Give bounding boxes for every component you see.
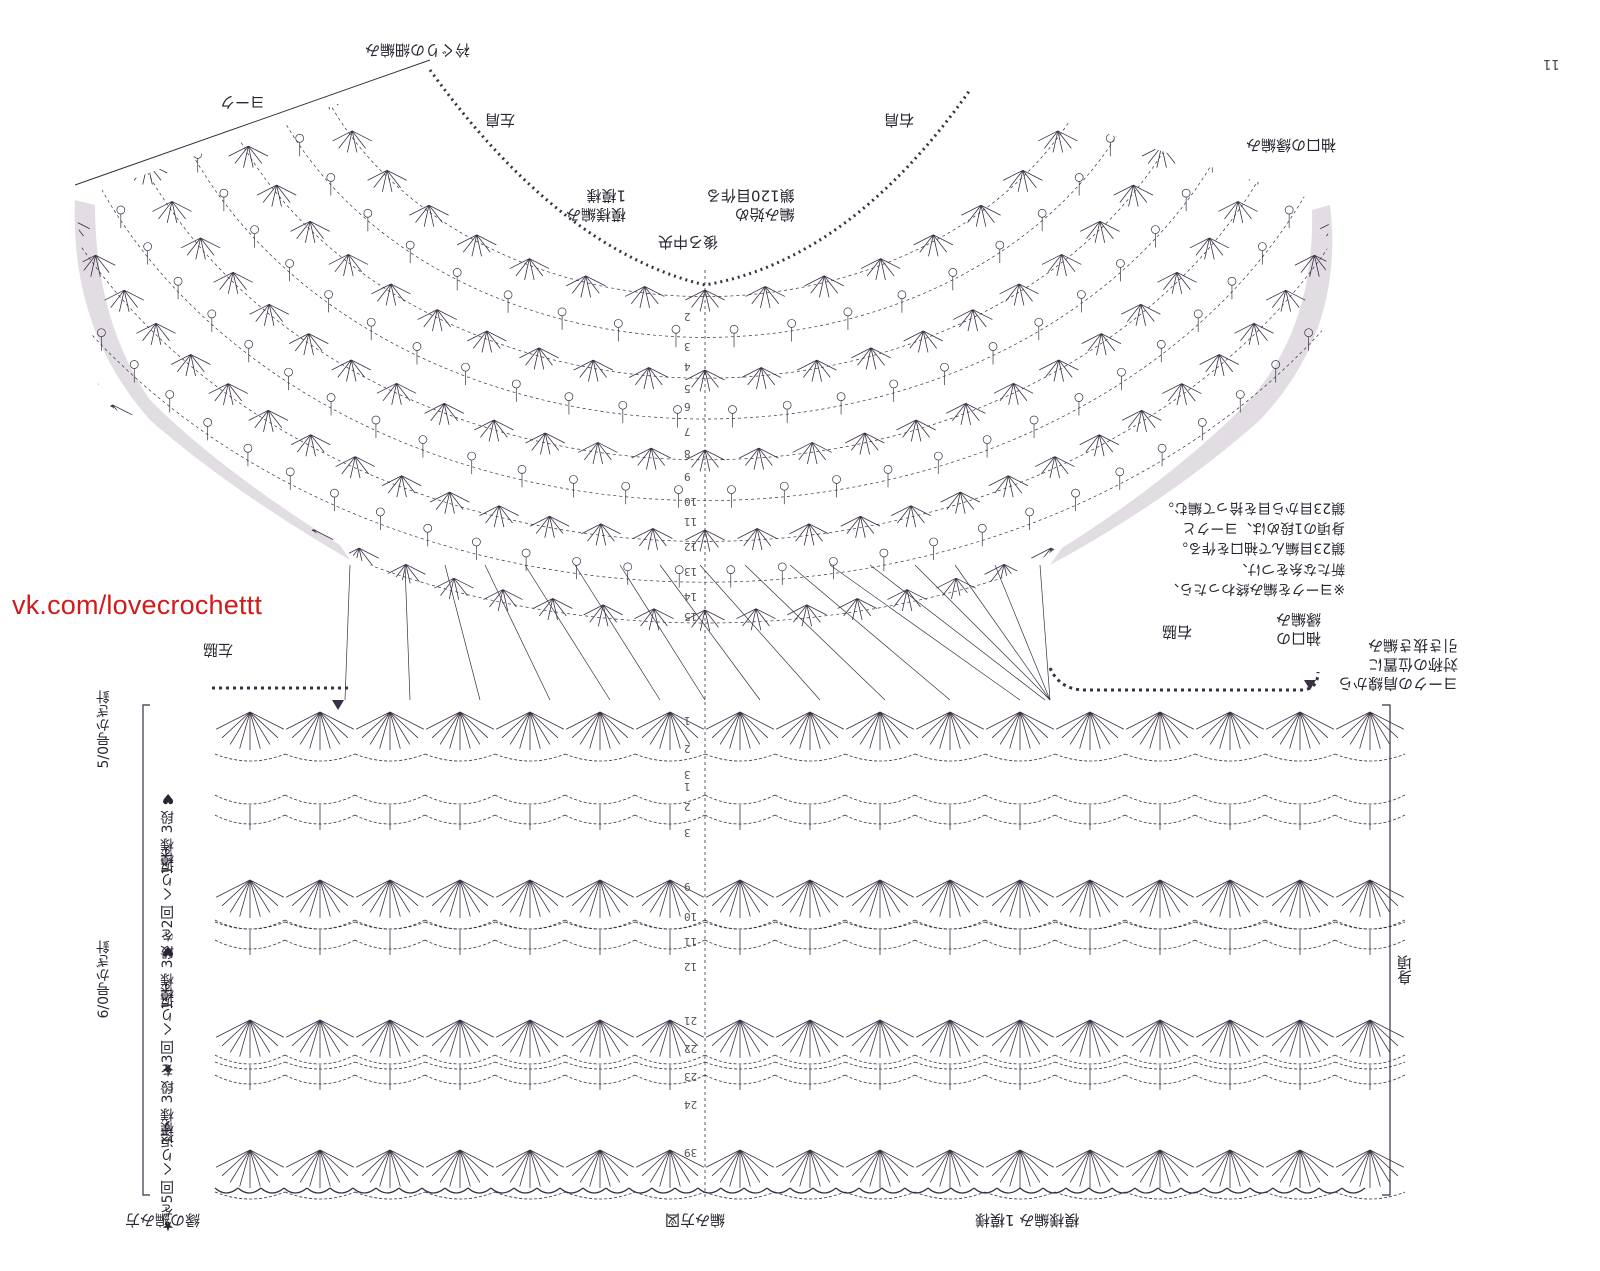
yoke-row-number: 2 (684, 310, 691, 323)
yoke-row-number: 9 (684, 470, 691, 483)
yoke-stitch-pattern (75, 70, 1330, 632)
right-shoulder-label: 右肩 (884, 110, 915, 129)
body-stitch-pattern (214, 711, 1406, 1200)
body-row-number: 12 (684, 960, 698, 973)
yoke-row-number: 12 (684, 540, 698, 553)
right-armhole-marker (1304, 680, 1316, 690)
watermark-text: vk.com/lovecrochettt (12, 590, 263, 620)
footer-center-label: 編み方図 (665, 1210, 726, 1229)
yoke-row-number: 15 (684, 610, 698, 623)
armhole-edging-label: 袖口の縁編み (1276, 610, 1322, 648)
body-row-number: 2 (684, 742, 691, 755)
center-back-label: 後ろ中央 (658, 232, 719, 251)
yoke-row-number: 4 (684, 360, 691, 373)
yoke-row-number: 3 (684, 340, 691, 353)
left-armhole-marker (332, 700, 344, 710)
body-row-number: 22 (684, 1042, 698, 1055)
body-row-number: 23 (684, 1070, 698, 1083)
body-row-number: 39 (684, 1146, 698, 1159)
instruction-note: ※ヨークを編み終わったら、 新たな糸をつけ、 鎖23目編んで袖口を作る。 身頃の… (1160, 499, 1346, 597)
body-title: 身頃 (1396, 955, 1414, 985)
yoke-row-number: 5 (684, 382, 691, 395)
yoke-row-number: 7 (684, 425, 691, 438)
right-armhole-label: 右脇 (1162, 622, 1193, 641)
yoke-row-number: 10 (684, 495, 698, 508)
yoke-row-number: 13 (684, 565, 698, 578)
yoke-row-number: 14 (684, 590, 698, 603)
right-sleeve-edging-shade (1050, 205, 1333, 565)
body-row-number: 10 (684, 910, 698, 923)
sleeve-edging-label: 袖口の縁編み (1246, 135, 1337, 154)
left-shoulder-label: 左肩 (485, 110, 516, 129)
neck-edging-label: 衿ぐりの細編み (365, 40, 471, 59)
body-row-number: 9 (684, 880, 691, 893)
left-armhole-label: 左脇 (203, 640, 234, 659)
from-shoulder-note: ヨークの肩線から対称の位置に引き抜き編み (1338, 636, 1459, 693)
page-number: 11 (1543, 56, 1560, 71)
body-row-number: 24 (684, 1098, 698, 1111)
yoke-dimension-line (74, 59, 431, 186)
yoke-row-number: 8 (684, 447, 691, 460)
body-row-number: 11 (684, 935, 698, 948)
right-armhole-chain (1048, 667, 1320, 692)
yoke-title: ヨーク (220, 92, 266, 111)
footer-right-label: 模様編み 1模様 (975, 1210, 1080, 1229)
yoke-body-connectors (344, 564, 1051, 701)
side-group-8: ★を5回 くり返す (160, 1120, 176, 1234)
yoke-row-number: 11 (684, 515, 698, 528)
yoke-shape (75, 70, 1330, 637)
neckline-edge (428, 69, 972, 287)
body-panel (212, 705, 1370, 1195)
body-left-bracket (142, 704, 150, 1196)
yoke-row-number: 6 (684, 400, 691, 413)
body-row-number: 1 (684, 780, 691, 793)
body-row-number: 3 (684, 826, 691, 839)
start-note: 編み始め鎖120目作る (706, 186, 795, 224)
body-row-number: 1 (684, 714, 691, 727)
body-row-number: 2 (684, 800, 691, 813)
left-sleeve-edging-shade (74, 200, 351, 560)
side-group-6: 6/0号かぎ針 (96, 940, 112, 1019)
body-row-number: 21 (684, 1014, 698, 1027)
side-group-1: 5/0号かぎ針 (96, 690, 112, 769)
body-right-bracket (1382, 704, 1391, 1196)
